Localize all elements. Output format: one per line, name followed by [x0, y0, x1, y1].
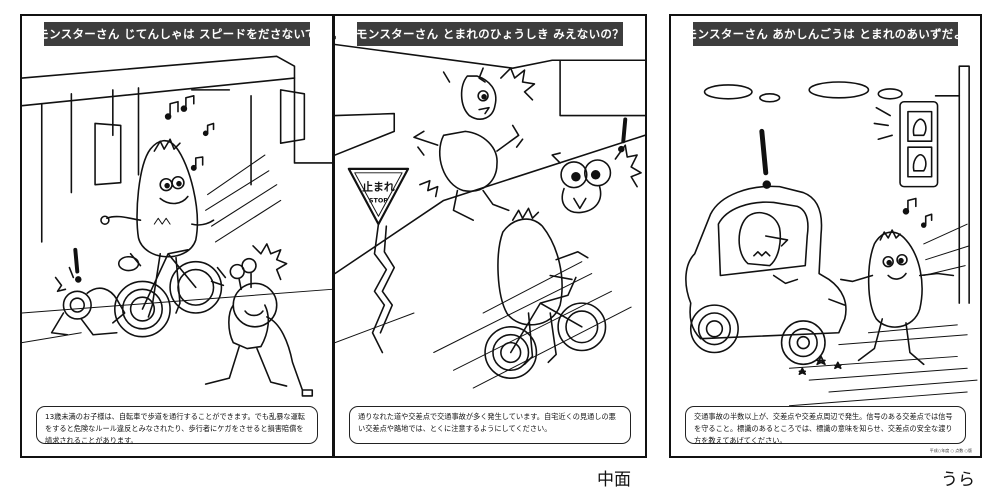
panel-caption: 通りなれた道や交差点で交通事故が多く発生しています。自宅近くの見通しの悪い交差点… — [349, 406, 631, 444]
panel-caption: 13歳未満のお子様は、自転車で歩道を通行することができます。でも乱暴な運転をする… — [36, 406, 318, 445]
page-label-middle: 中面 — [597, 470, 631, 490]
illustration-red-light — [685, 65, 978, 407]
panel-title: モンスターさん あかしんごうは とまれのあいずだよ — [686, 22, 965, 46]
panel-caption: 交通事故の半数以上が、交差点や交差点周辺で発生。信号のある交差点では信号を守るこ… — [685, 406, 966, 445]
panel-title: モンスターさん とまれのひょうしき みえないの？ — [356, 22, 624, 46]
page-label-back: うら — [941, 470, 975, 490]
illustration-bicycle-speed — [22, 55, 332, 397]
panel-credit: 平成○年度 ○ 点数 ○版 — [929, 448, 972, 453]
stop-sign-sub-text: STOP — [369, 196, 388, 204]
panel-title: モンスターさん じてんしゃは スピードをださないで — [37, 22, 316, 46]
panel-bicycle-speed: モンスターさん じてんしゃは スピードをださないで — [20, 14, 334, 458]
illustration-stop-sign: 止まれ STOP — [335, 35, 645, 389]
panel-stop-sign: モンスターさん とまれのひょうしき みえないの？ — [333, 14, 647, 458]
panel-red-light: モンスターさん あかしんごうは とまれのあいずだよ — [669, 14, 982, 458]
stop-sign-main-text: 止まれ — [362, 180, 395, 194]
